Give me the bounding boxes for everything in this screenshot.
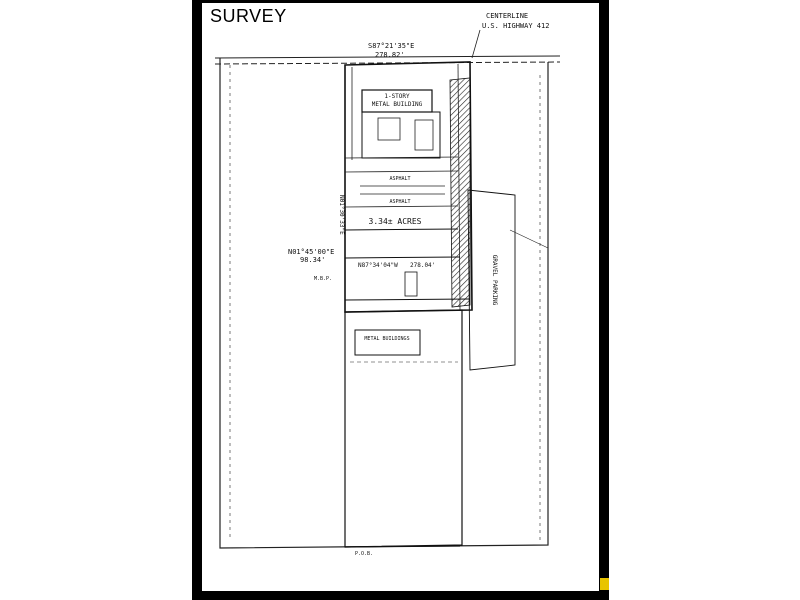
bearing-left: N01°45'00"E — [288, 248, 334, 256]
corner-accent — [600, 578, 609, 590]
building-room-2 — [414, 119, 434, 151]
metal-buildings-rect — [354, 329, 421, 356]
building-annex — [361, 111, 441, 159]
gravel-parking-label: GRAVEL PARKING — [491, 255, 498, 306]
hatched-easement — [449, 77, 471, 308]
frame-border-right — [599, 0, 609, 600]
highway-label-2: U.S. HIGHWAY 412 — [482, 22, 549, 30]
frame-border-bottom — [192, 591, 609, 600]
divider-line-3 — [344, 298, 471, 301]
lane-line-1 — [344, 156, 459, 159]
small-structure — [404, 271, 418, 297]
building-room — [377, 117, 401, 141]
bottom-line — [344, 545, 461, 548]
frame-border-left — [192, 0, 202, 600]
metal-building-label: METAL BUILDING — [372, 101, 423, 108]
frame-border-top — [192, 0, 609, 3]
highway-leader — [471, 29, 481, 59]
asphalt-label-1: ASPHALT — [389, 176, 410, 182]
mbp-label: M.B.P. — [314, 276, 332, 282]
divider-line-2 — [344, 256, 461, 259]
gravel-parking-outline — [467, 189, 516, 371]
metal-buildings-label: METAL BUILDINGS — [364, 336, 409, 342]
lane-line-5 — [344, 205, 459, 208]
highway-label-1: CENTERLINE — [486, 12, 528, 20]
bearing-east: N01°30'33"E — [338, 195, 345, 235]
highway-right-of-way-line — [214, 55, 561, 59]
lane-line-2 — [344, 170, 459, 173]
bearing-top: S87°21'35"E — [368, 42, 414, 50]
bearing-top-distance: 278.82' — [375, 51, 405, 59]
diagonal-line — [509, 229, 549, 249]
bearing-left-distance: 98.34' — [300, 256, 325, 264]
lower-parcel — [344, 309, 463, 548]
highway-centerline — [214, 61, 561, 65]
pob-label: P.O.B. — [355, 551, 373, 557]
metal-building-label-top: 1-STORY — [384, 93, 410, 100]
acres-label: 3.34± ACRES — [369, 217, 422, 226]
divider-line-1 — [344, 228, 459, 231]
survey-paper — [202, 3, 599, 591]
bearing-mid: N87°34'04"W — [358, 262, 398, 269]
page-title: SURVEY — [210, 6, 287, 26]
bearing-mid-distance: 278.04' — [410, 262, 435, 269]
asphalt-label-2: ASPHALT — [389, 199, 410, 205]
